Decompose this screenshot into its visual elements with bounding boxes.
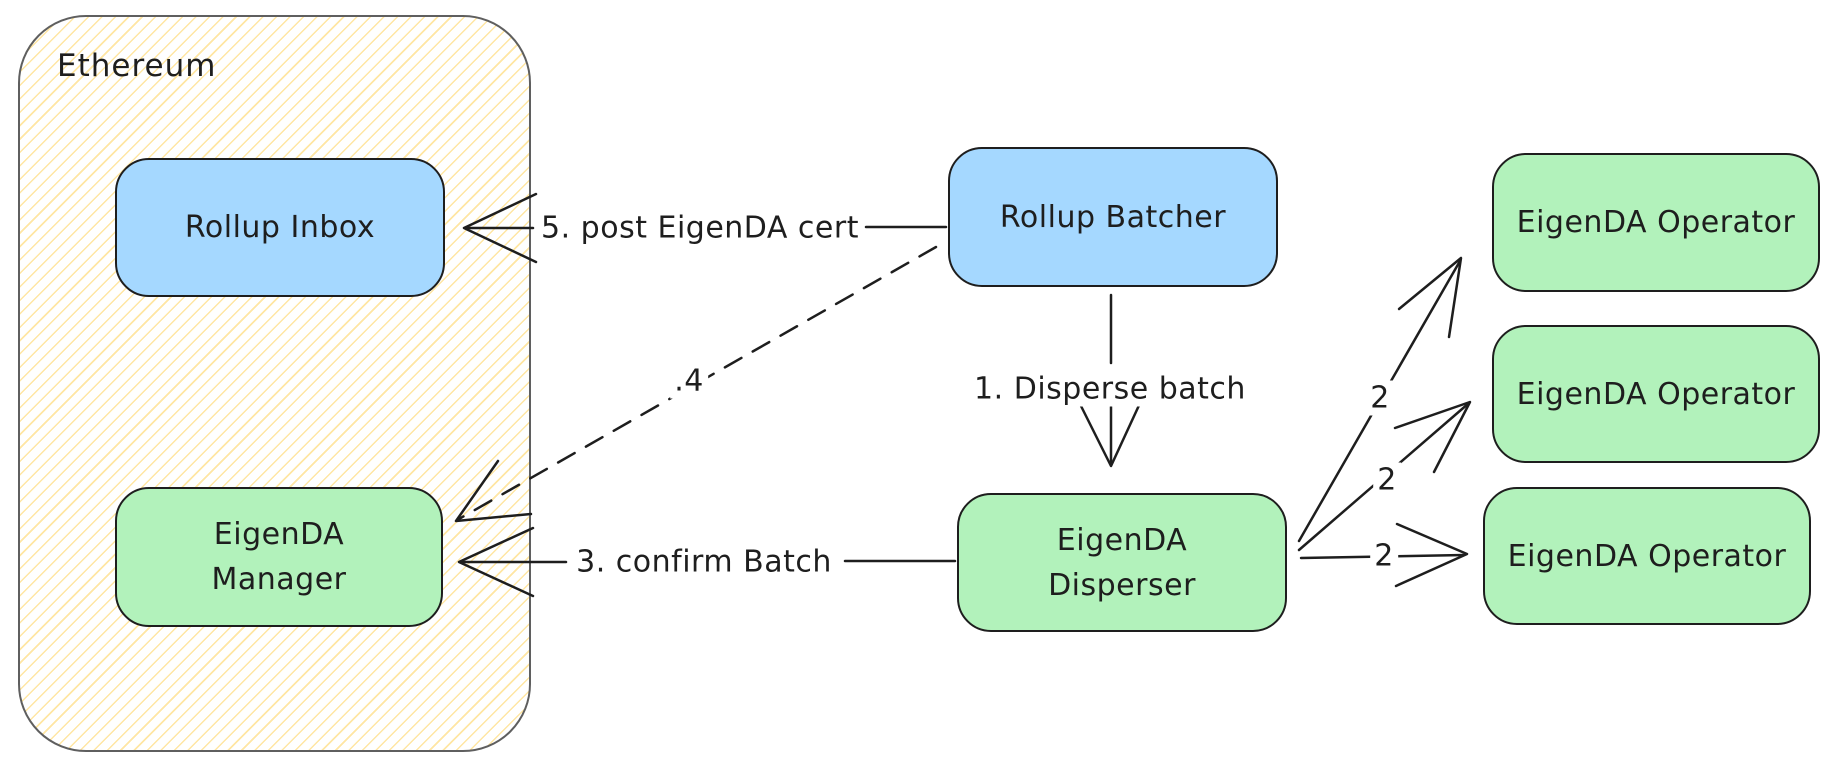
node-rollup-batcher: Rollup Batcher: [948, 147, 1278, 287]
arrowhead-up-right: [1393, 400, 1472, 474]
edge-label-confirm-batch: 3. confirm Batch: [572, 544, 836, 580]
ethereum-container-label: Ethereum: [57, 48, 217, 84]
node-rollup-batcher-label: Rollup Batcher: [999, 199, 1227, 235]
arrowhead-up-right: [1397, 256, 1463, 339]
node-eigenda-operator-3-label: EigenDA Operator: [1507, 538, 1787, 574]
node-eigenda-manager: EigenDA Manager: [115, 487, 443, 627]
arrowhead-down: [1078, 399, 1143, 468]
edge-label-step4: .4: [670, 363, 708, 399]
node-eigenda-operator-3: EigenDA Operator: [1483, 487, 1811, 625]
edge-label-to-operator-2: 2: [1373, 462, 1401, 498]
arrowhead-right: [1394, 522, 1469, 588]
node-eigenda-disperser-label: EigenDA Disperser: [1048, 522, 1196, 603]
node-eigenda-manager-label: EigenDA Manager: [211, 517, 347, 597]
node-eigenda-operator-2-label: EigenDA Operator: [1516, 376, 1796, 412]
node-rollup-inbox-label: Rollup Inbox: [184, 210, 376, 245]
node-eigenda-operator-1: EigenDA Operator: [1492, 153, 1820, 292]
edge-label-to-operator-1: 2: [1366, 380, 1394, 416]
node-eigenda-operator-2: EigenDA Operator: [1492, 325, 1820, 463]
edge-label-post-cert: 5. post EigenDA cert: [537, 210, 863, 246]
edge-label-to-operator-3: 2: [1370, 538, 1398, 574]
node-eigenda-disperser: EigenDA Disperser: [957, 493, 1287, 632]
node-rollup-inbox: Rollup Inbox: [115, 158, 445, 297]
ethereum-container: [18, 15, 531, 752]
edge-label-disperse-batch: 1. Disperse batch: [970, 371, 1250, 407]
node-eigenda-operator-1-label: EigenDA Operator: [1516, 205, 1796, 240]
